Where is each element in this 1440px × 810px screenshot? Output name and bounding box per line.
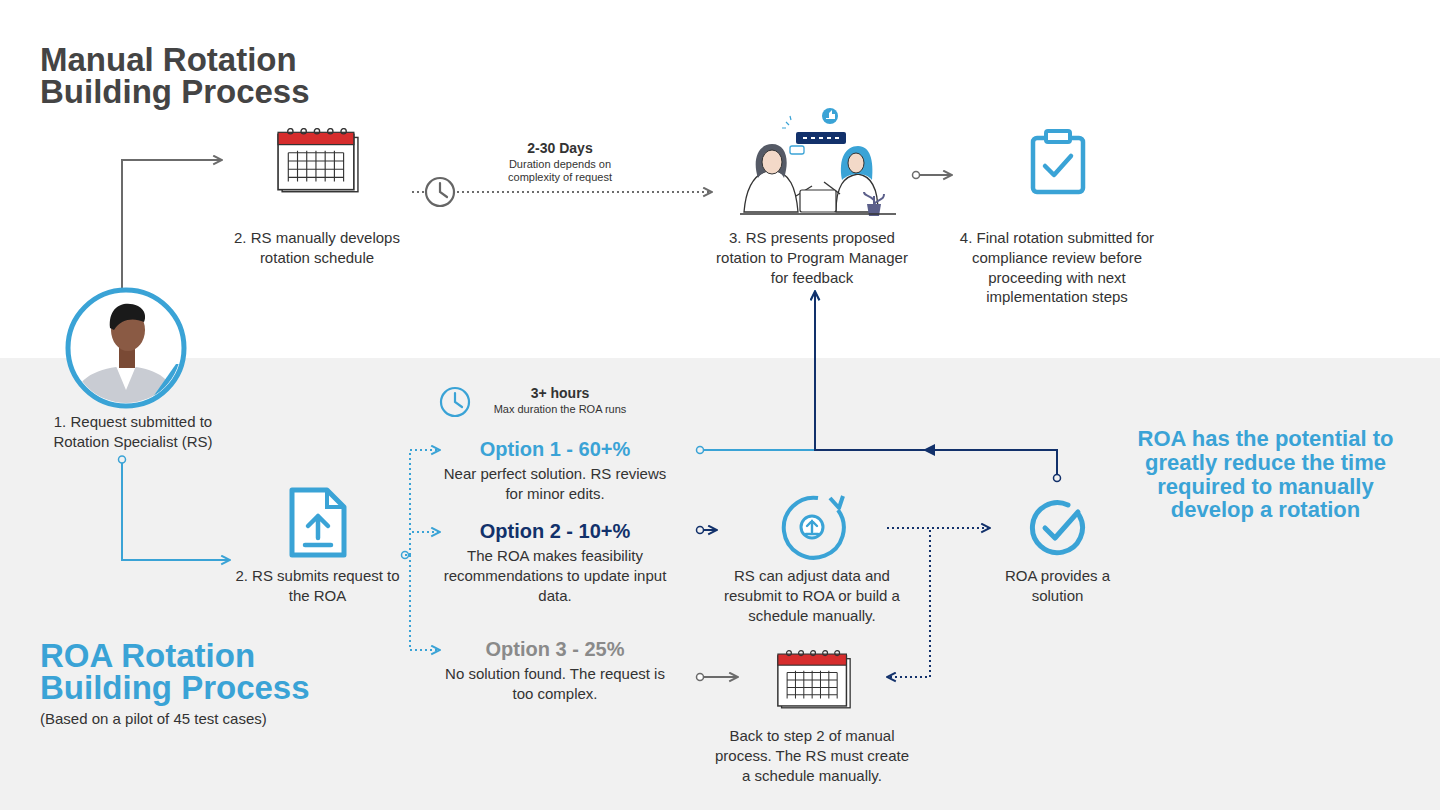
process-step: 1. Request submitted to Rotation Special… — [38, 288, 228, 452]
icon-part — [1045, 156, 1071, 175]
process-step: ROA provides a solution — [990, 496, 1125, 606]
process-step: 2. RS submits request to the ROA — [230, 486, 405, 606]
step-text: No solution found. The request is too co… — [440, 664, 670, 704]
background-band — [0, 358, 1440, 810]
icon-part — [762, 150, 782, 174]
icon-part — [826, 110, 835, 119]
step-text: The ROA makes feasibility recommendation… — [440, 546, 670, 605]
icon-part — [70, 366, 180, 412]
icon-part — [790, 146, 804, 154]
icon-part — [148, 364, 186, 410]
duration-label: 3+ hours — [480, 385, 640, 401]
icon-part — [116, 366, 136, 390]
meeting-illustration — [740, 108, 896, 216]
process-step: RS can adjust data and resubmit to ROA o… — [717, 496, 907, 625]
flow-connector — [122, 460, 230, 560]
step-text: 2. RS manually develops rotation schedul… — [222, 228, 412, 268]
step-text: RS can adjust data and resubmit to ROA o… — [717, 566, 907, 625]
option-box: Option 3 - 25%No solution found. The req… — [440, 636, 670, 704]
resubmit-icon — [784, 496, 844, 558]
duration-label: 2-30 Days — [480, 140, 640, 156]
calendar-icon — [778, 651, 850, 708]
flow-connector — [815, 291, 1057, 478]
icon-part — [1045, 512, 1078, 538]
step-text: ROA provides a solution — [990, 566, 1125, 606]
process-step: 3. RS presents proposed rotation to Prog… — [712, 104, 912, 287]
flow-connector — [700, 291, 815, 450]
icon-part — [822, 108, 838, 124]
option-heading: Option 3 - 25% — [440, 636, 670, 662]
icon-part — [1032, 503, 1082, 553]
icon-part — [801, 516, 823, 538]
section-note: (Based on a pilot of 45 test cases) — [40, 710, 370, 727]
icon-part — [426, 178, 454, 206]
upload-document-icon — [292, 490, 344, 555]
option-box: Option 2 - 10+%The ROA makes feasibility… — [440, 518, 670, 605]
icon-part — [440, 183, 447, 197]
step-text: 4. Final rotation submitted for complian… — [952, 228, 1162, 307]
process-step: Back to step 2 of manual process. The RS… — [712, 650, 912, 785]
flow-connector — [405, 532, 440, 555]
icon-part — [841, 146, 873, 180]
icon-part — [740, 213, 896, 214]
merge-arrowhead — [923, 444, 935, 456]
person-avatar — [68, 290, 186, 412]
flow-connector — [405, 555, 440, 650]
icon-part — [327, 490, 344, 507]
icon-part — [744, 170, 798, 212]
option-heading: Option 2 - 10+% — [440, 518, 670, 544]
icon-part — [830, 496, 843, 508]
icon-part — [796, 132, 846, 144]
clock-icon — [441, 388, 469, 416]
icon-part — [110, 304, 145, 330]
section-title: Manual Rotation Building Process — [40, 44, 370, 108]
clock-icon — [426, 178, 454, 206]
icon-part — [455, 393, 462, 407]
icon-part — [1046, 131, 1070, 142]
icon-part — [782, 116, 791, 128]
flow-connector — [700, 676, 738, 678]
callout-note: ROA has the potential to greatly reduce … — [1113, 427, 1418, 522]
icon-part — [305, 543, 331, 548]
check-circle-icon — [1032, 503, 1082, 553]
flow-connector — [412, 191, 712, 193]
duration-note: Max duration the ROA runs — [480, 403, 640, 415]
step-text: 3. RS presents proposed rotation to Prog… — [712, 228, 912, 287]
process-step: 2. RS manually develops rotation schedul… — [222, 128, 412, 268]
icon-part — [292, 490, 344, 555]
icon-part — [70, 304, 186, 412]
icon-part — [806, 521, 818, 534]
flow-connector — [405, 450, 440, 555]
option-box: Option 1 - 60+%Near perfect solution. RS… — [440, 436, 670, 504]
section-title: ROA Rotation Building Process — [40, 640, 370, 704]
step-text: Near perfect solution. RS reviews for mi… — [440, 464, 670, 504]
calendar-icon — [278, 129, 358, 192]
icon-part — [441, 388, 469, 416]
icon-part — [784, 498, 844, 558]
icon-part — [68, 290, 184, 406]
step-text: 1. Request submitted to Rotation Special… — [38, 412, 228, 452]
icon-part — [848, 153, 864, 173]
icon-part — [803, 137, 839, 139]
icon-part — [308, 516, 328, 538]
icon-part — [800, 190, 836, 212]
flow-connector — [122, 160, 222, 288]
flow-connector — [700, 529, 717, 531]
icon-part — [1033, 138, 1083, 192]
option-heading: Option 1 - 60+% — [440, 436, 670, 462]
step-text: Back to step 2 of manual process. The RS… — [712, 726, 912, 785]
clipboard-icon — [1033, 131, 1083, 192]
process-step: 4. Final rotation submitted for complian… — [952, 128, 1162, 307]
flow-connector — [916, 174, 952, 176]
step-text: 2. RS submits request to the ROA — [230, 566, 405, 606]
duration-note: Duration depends on complexity of reques… — [495, 158, 625, 184]
icon-part — [756, 144, 787, 178]
